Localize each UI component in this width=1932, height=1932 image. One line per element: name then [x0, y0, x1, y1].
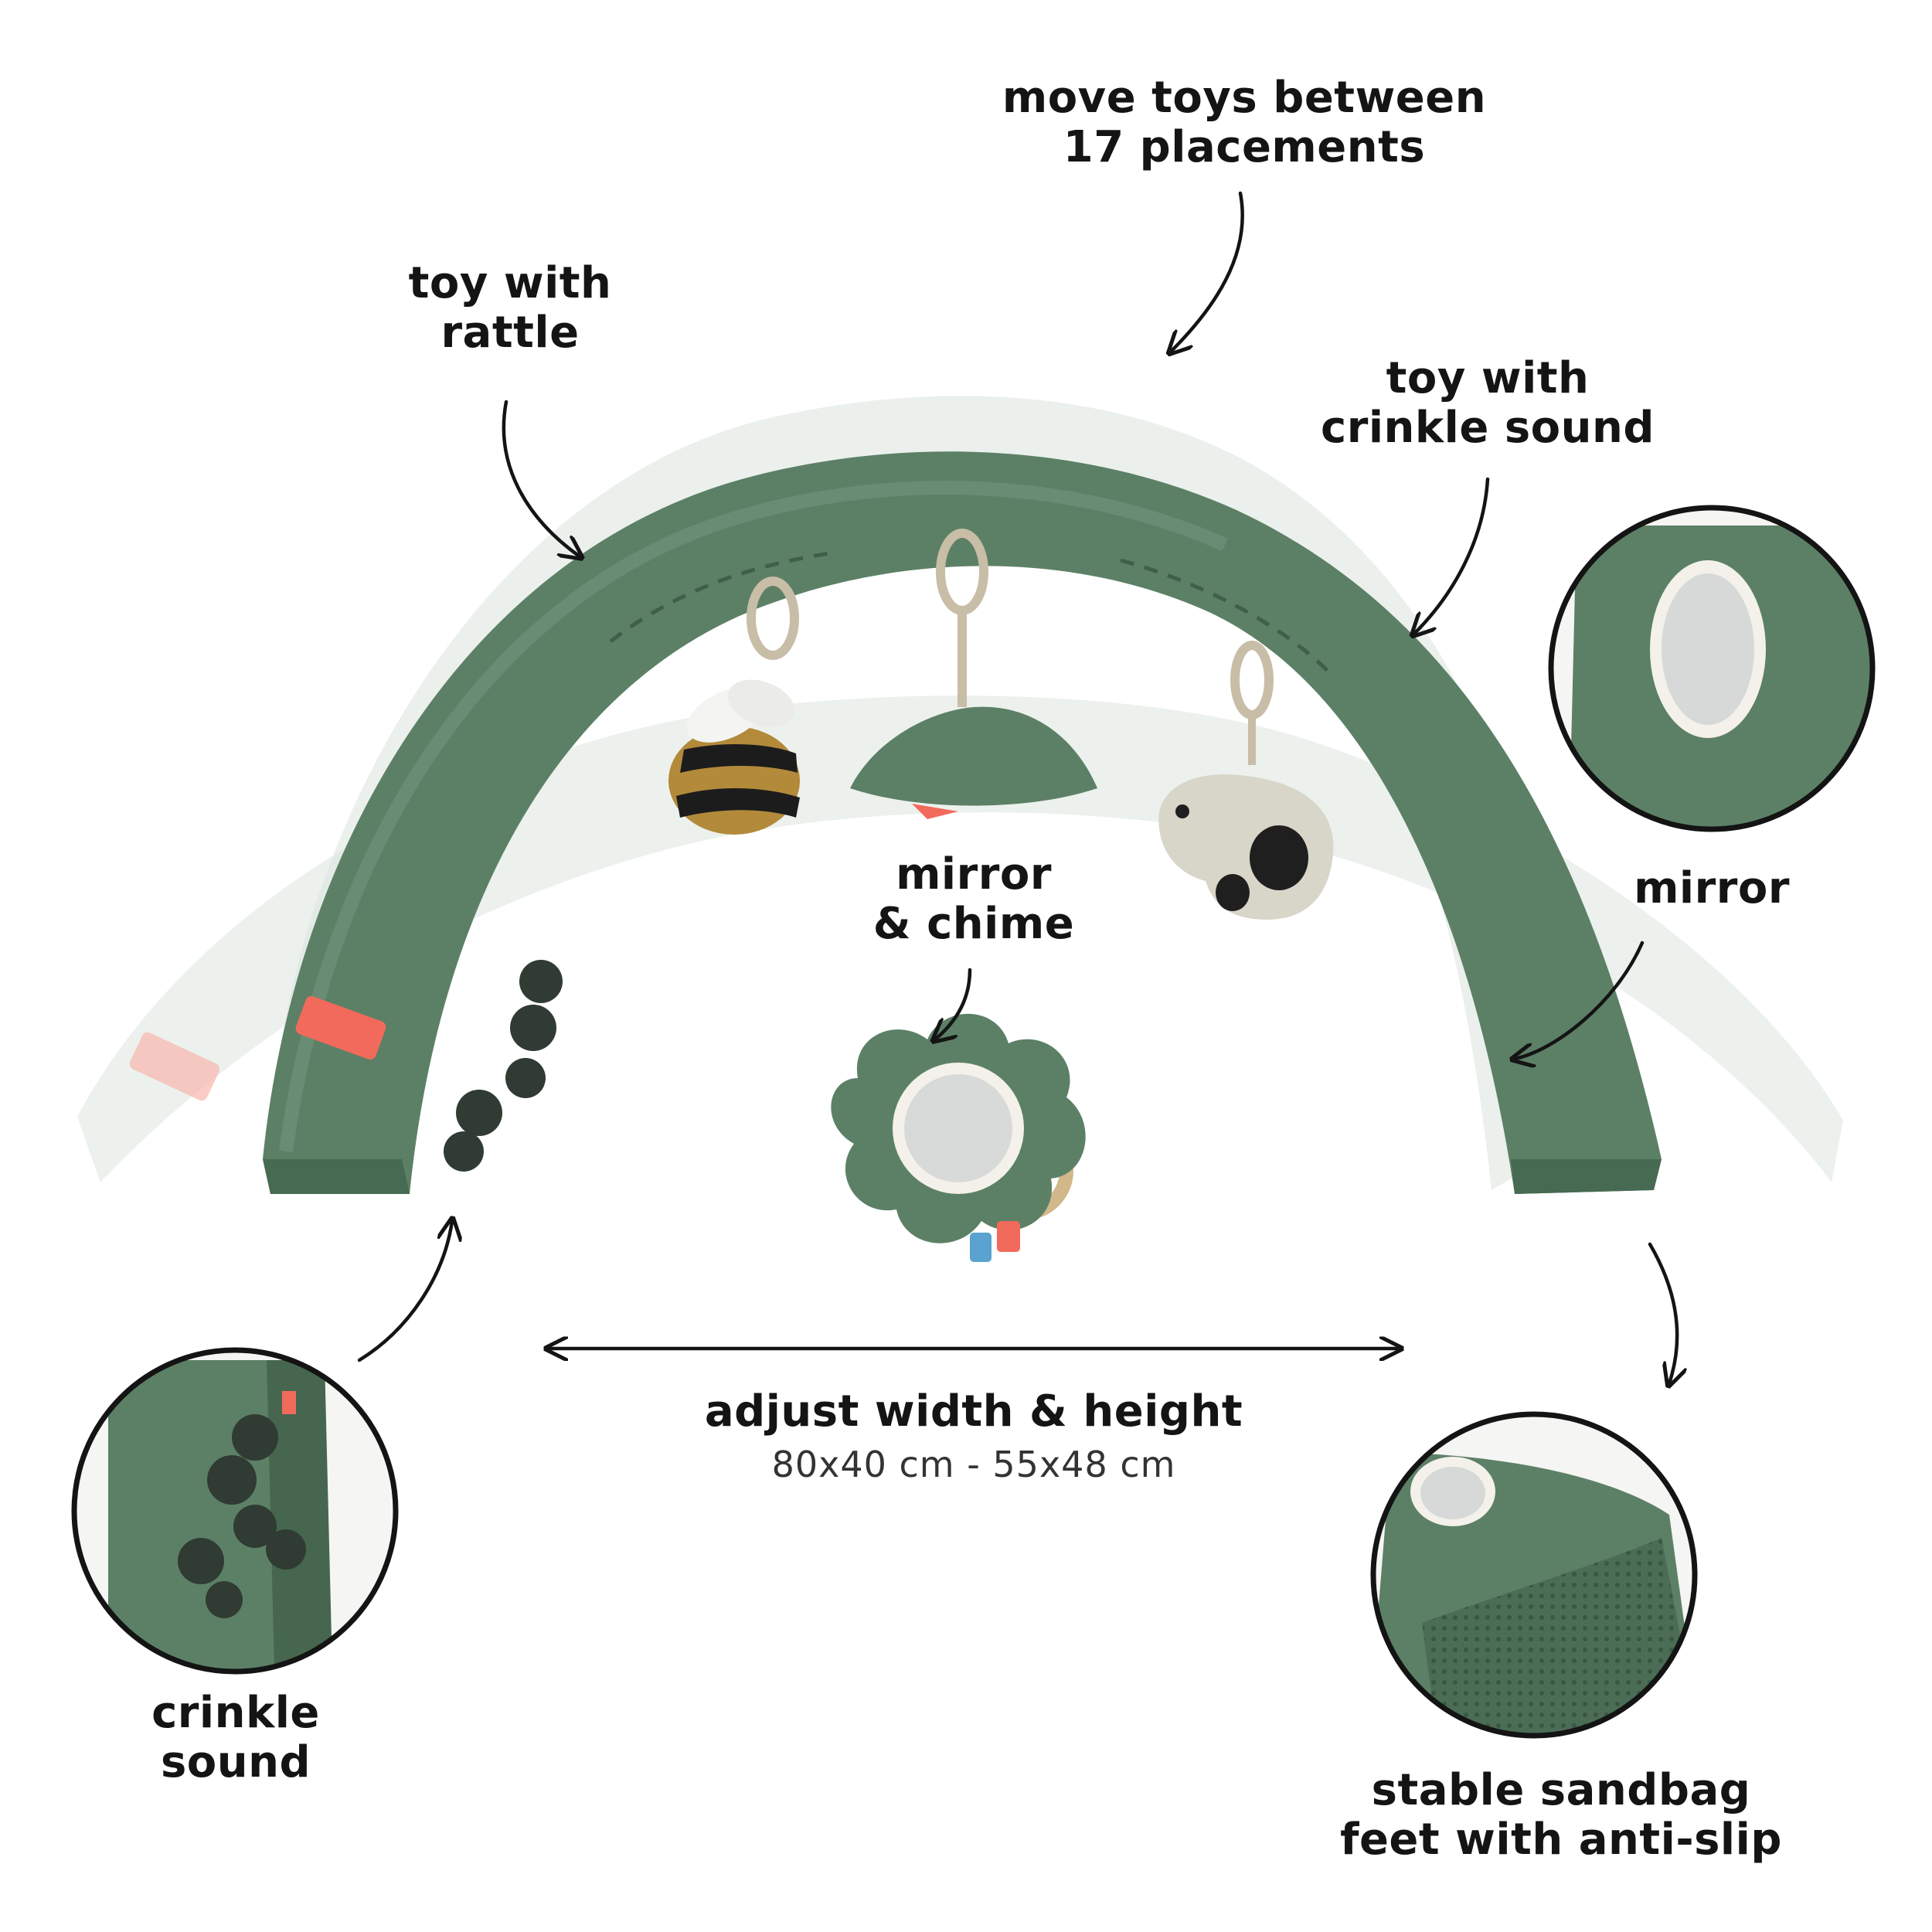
- label-move-toys: move toys between 17 placements: [1002, 73, 1487, 172]
- crinkle-detail-circle: [71, 1347, 399, 1675]
- arrow-icon: [935, 968, 972, 1039]
- label-adjust-title: adjust width & height: [704, 1386, 1243, 1437]
- arrow-icon: [502, 400, 580, 556]
- arrow-icon: [357, 1221, 452, 1362]
- flower-mirror-icon: [831, 1013, 1086, 1262]
- arrow-icon: [1414, 477, 1490, 634]
- mirror-detail-circle: [1548, 505, 1876, 832]
- arrow-icon: [1648, 1242, 1677, 1383]
- label-mirror: mirror: [1634, 863, 1790, 913]
- label-toy-crinkle: toy with crinkle sound: [1321, 353, 1655, 453]
- label-sandbag: stable sandbag feet with anti-slip: [1340, 1765, 1782, 1865]
- label-mirror-chime: mirror & chime: [872, 849, 1075, 949]
- arrow-icon: [1171, 191, 1244, 352]
- play-arch: [129, 451, 1662, 1194]
- sandbag-detail-circle: [1370, 1411, 1698, 1739]
- bee-toy-icon: [668, 577, 800, 835]
- label-crinkle-sound: crinkle sound: [151, 1688, 320, 1787]
- cloud-toy-icon: [850, 529, 1097, 819]
- cow-toy-icon: [1158, 641, 1334, 920]
- label-toy-rattle: toy with rattle: [408, 258, 612, 358]
- label-adjust-sizes: 80x40 cm - 55x48 cm: [771, 1444, 1176, 1485]
- arrow-icon: [1515, 940, 1645, 1059]
